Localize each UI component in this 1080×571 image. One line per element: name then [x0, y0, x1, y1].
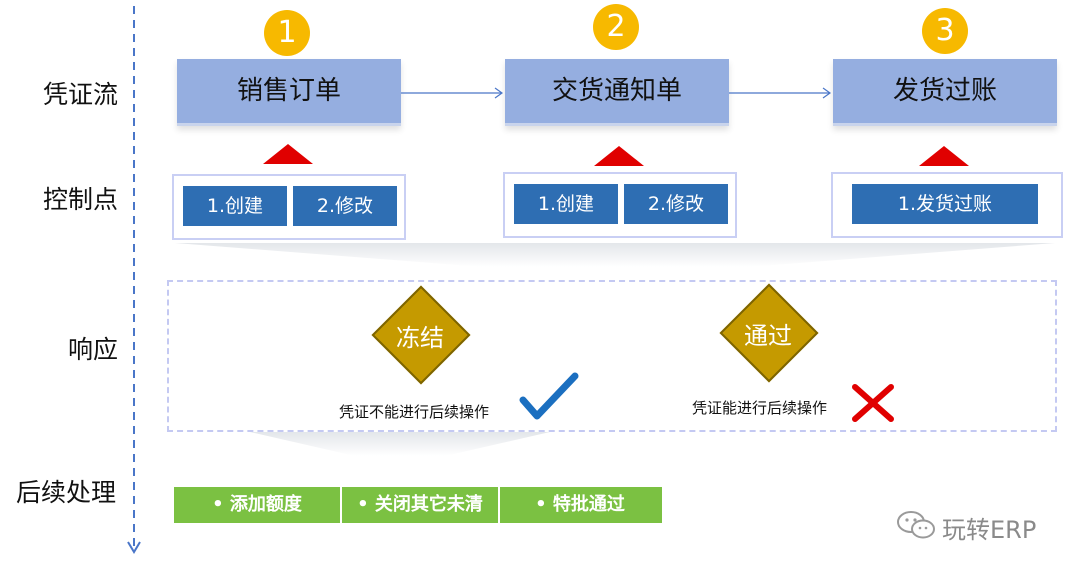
watermark-text: 玩转ERP — [942, 516, 1037, 544]
follow-up-special-approval: • 特批通过 — [535, 494, 625, 515]
row-label-voucher-flow: 凭证流 — [43, 80, 119, 109]
timeline-arrow — [127, 6, 141, 554]
response-frame — [167, 280, 1057, 432]
control-group-1: 1.创建 2.修改 — [172, 174, 406, 240]
step-number-1: 1 — [264, 10, 310, 56]
cross-icon — [852, 384, 894, 422]
flow-arrow-1 — [401, 87, 504, 99]
follow-up-add-credit: • 添加额度 — [174, 487, 342, 523]
control-modify-button: 2.修改 — [624, 184, 728, 224]
flow-box-goods-issue: 发货过账 — [833, 59, 1057, 126]
freeze-label: 冻结 — [396, 324, 444, 352]
control-goods-issue-button: 1.发货过账 — [852, 184, 1038, 224]
pass-note: 凭证能进行后续操作 — [692, 399, 828, 417]
control-marker-2 — [594, 146, 644, 166]
wechat-icon — [897, 511, 935, 539]
follow-up-close-open-items: • 关闭其它未清 — [342, 487, 500, 523]
freeze-note: 凭证不能进行后续操作 — [339, 403, 490, 421]
fade-connector-response — [250, 432, 550, 456]
control-group-2: 1.创建 2.修改 — [503, 172, 737, 238]
step-number-2: 2 — [593, 4, 639, 50]
step-number-3: 3 — [922, 8, 968, 54]
row-label-response: 响应 — [68, 335, 119, 364]
flow-arrow-2 — [729, 87, 832, 99]
control-group-3: 1.发货过账 — [831, 172, 1063, 238]
flow-box-delivery-notice: 交货通知单 — [505, 59, 729, 126]
follow-up-bar: • 添加额度 • 关闭其它未清 • 特批通过 — [174, 487, 662, 523]
control-marker-3 — [919, 146, 969, 166]
pass-label: 通过 — [744, 322, 792, 350]
flow-box-sales-order: 销售订单 — [177, 59, 401, 126]
control-create-button: 1.创建 — [183, 186, 287, 226]
control-create-button: 1.创建 — [514, 184, 618, 224]
row-label-follow-up: 后续处理 — [16, 478, 117, 507]
row-label-control-points: 控制点 — [43, 185, 119, 214]
fade-connector-controls — [175, 243, 1055, 267]
check-icon — [519, 372, 579, 420]
control-marker-1 — [263, 144, 313, 164]
control-modify-button: 2.修改 — [293, 186, 397, 226]
